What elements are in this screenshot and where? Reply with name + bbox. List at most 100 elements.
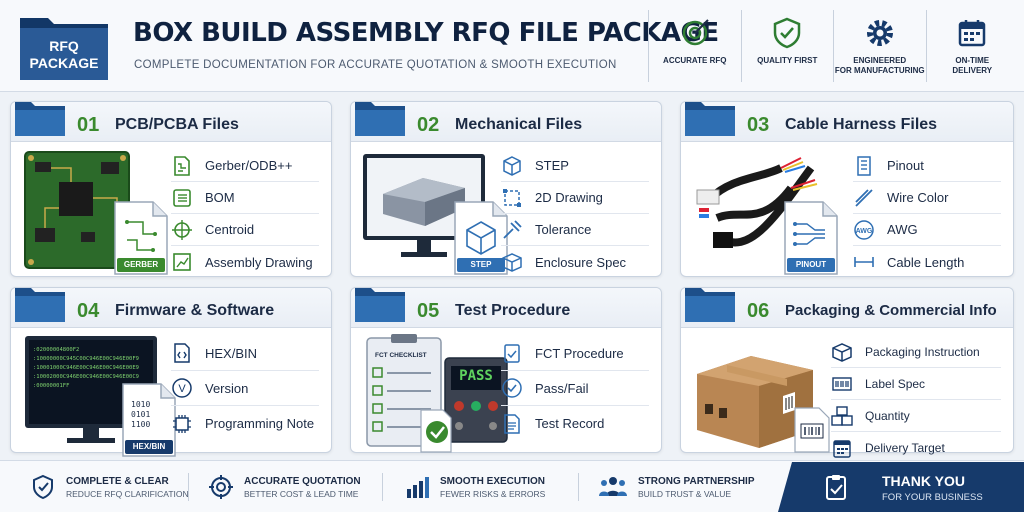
list-item: STEP [501, 150, 649, 182]
frame-icon [503, 188, 521, 207]
document-icon [504, 413, 520, 434]
footer-sub: BUILD TRUST & VALUE [638, 488, 732, 499]
gerber-tag: GERBER [117, 258, 165, 272]
card-cable-harness: 03 Cable Harness Files PINOUT Pinout [680, 101, 1014, 277]
list-item: Quantity [831, 400, 1001, 432]
item-label: 2D Drawing [535, 190, 603, 205]
feature-label: QUALITY FIRST [757, 56, 818, 65]
card-items: FCT Procedure Pass/Fail Test Record [501, 336, 649, 441]
binary-line: 0101 [131, 410, 151, 419]
folder-icon [685, 288, 735, 322]
footer-divider [382, 473, 383, 501]
step-tag: STEP [457, 258, 505, 272]
list-item: Packaging Instruction [831, 336, 1001, 368]
footer-title: ACCURATE QUOTATION [244, 475, 361, 487]
footer-title: COMPLETE & CLEAR [66, 475, 169, 487]
item-label: Programming Note [205, 416, 315, 431]
card-test-procedure: 05 Test Procedure FCT CHECKLIST PASS FCT… [350, 287, 662, 453]
item-label: Quantity [865, 408, 910, 423]
card-header: 06 Packaging & Commercial Info [681, 288, 1013, 328]
binary-line: 1100 [131, 420, 151, 429]
list-item: AWG AWG [853, 214, 1001, 246]
calendar-icon [959, 20, 986, 47]
list-item: Gerber/ODB++ [171, 150, 319, 182]
boxes-icon [831, 405, 853, 426]
list-item: Programming Note [171, 406, 319, 441]
check-circle-icon [502, 378, 522, 398]
card-title: Packaging & Commercial Info [785, 302, 997, 319]
svg-text:AWG: AWG [856, 228, 873, 235]
card-number: 05 [417, 300, 440, 322]
feature-quality-first: QUALITY FIRST [740, 10, 834, 82]
package-icon [832, 342, 852, 362]
awg-icon: AWG [854, 219, 874, 240]
shield-check-icon [774, 17, 801, 49]
step-file-icon: STEP [453, 200, 509, 276]
gerber-file-icon: GERBER [113, 200, 169, 276]
list-item: Wire Color [853, 182, 1001, 214]
list-item: BOM [171, 182, 319, 214]
footer-divider [188, 473, 189, 501]
item-label: AWG [887, 222, 918, 237]
card-header: 03 Cable Harness Files [681, 102, 1013, 142]
card-number: 03 [747, 114, 770, 136]
pinout-tag: PINOUT [787, 258, 835, 272]
item-label: Pass/Fail [535, 380, 589, 396]
logo-line-1: RFQ [49, 38, 79, 54]
card-mechanical: 02 Mechanical Files STEP STEP [350, 101, 662, 277]
card-header: 02 Mechanical Files [351, 102, 661, 142]
card-title: Cable Harness Files [785, 116, 938, 133]
card-items: Packaging Instruction Label Spec Quantit… [831, 336, 1001, 464]
card-items: Pinout Wire Color AWG AWG Cable Length [853, 150, 1001, 278]
card-header: 01 PCB/PCBA Files [11, 102, 331, 142]
test-checklist-illustration: FCT CHECKLIST PASS [361, 334, 511, 470]
card-title: Test Procedure [455, 302, 571, 319]
hex-line: :10001000C946E00C946E00C946E00E9 [33, 365, 139, 371]
card-number: 01 [77, 114, 100, 136]
footer-sub: BETTER COST & LEAD TIME [244, 488, 359, 499]
code-icon [174, 343, 190, 363]
version-icon: V [172, 378, 192, 398]
pcb-board-illustration: GERBER [21, 148, 171, 284]
shield-check-icon [33, 474, 53, 500]
item-label: Assembly Drawing [205, 254, 313, 270]
calendar-icon [833, 440, 851, 458]
list-item: Test Record [501, 406, 649, 441]
thank-you-banner: THANK YOU FOR YOUR BUSINESS [778, 462, 1024, 512]
feature-accurate-rfq: ACCURATE RFQ [648, 10, 741, 82]
binary-text: 1010 0101 1100 [131, 400, 150, 430]
item-label: Delivery Target [865, 441, 945, 455]
feature-on-time: ON-TIME DELIVERY [925, 10, 1019, 82]
firmware-monitor-illustration: :02000004800F2 :10000000C945C00C946E00C9… [21, 334, 176, 470]
folder-icon [685, 102, 735, 136]
folder-icon [15, 102, 65, 136]
pinout-icon [857, 155, 871, 176]
footer-sub: REDUCE RFQ CLARIFICATION [66, 488, 189, 499]
list-item: Pass/Fail [501, 371, 649, 406]
item-label: Wire Color [887, 190, 949, 205]
footer-divider [578, 473, 579, 501]
chip-icon [173, 414, 191, 433]
logo-line-2: PACKAGE [29, 55, 99, 71]
item-label: STEP [535, 158, 569, 173]
clipboard-check-icon [826, 475, 846, 500]
pass-display: PASS [459, 368, 493, 384]
list-item: Cable Length [853, 246, 1001, 278]
item-label: Tolerance [535, 222, 592, 237]
item-label: Centroid [205, 222, 255, 237]
list-item: FCT Procedure [501, 336, 649, 371]
hex-bin-file-icon: 1010 0101 1100 HEX/BIN [121, 382, 177, 458]
folder-icon [355, 102, 405, 136]
feature-label: ENGINEERED FOR MANUFACTURING [834, 56, 925, 75]
card-title: Firmware & Software [115, 302, 275, 319]
header: RFQ PACKAGE BOX BUILD ASSEMBLY RFQ FILE … [0, 0, 1024, 92]
footer-title: SMOOTH EXECUTION [440, 475, 546, 487]
target-icon [682, 19, 709, 46]
card-header: 05 Test Procedure [351, 288, 661, 328]
caliper-icon [503, 219, 522, 239]
list-item: Pinout [853, 150, 1001, 182]
checklist-title: FCT CHECKLIST [375, 352, 427, 359]
